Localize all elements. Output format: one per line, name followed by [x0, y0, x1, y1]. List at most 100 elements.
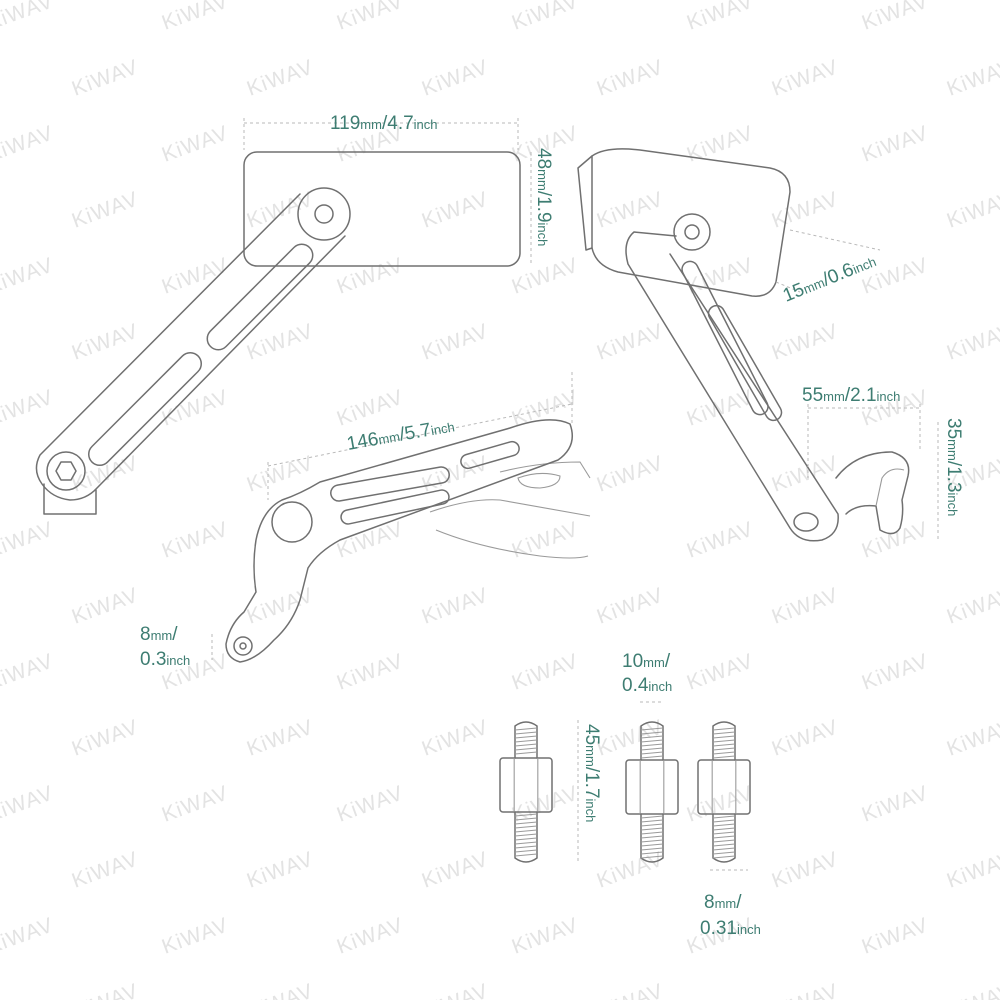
- watermark-text: KiWAV: [159, 517, 232, 562]
- watermark-text: KiWAV: [244, 715, 317, 760]
- mirror-back-joint-core: [684, 224, 700, 240]
- arm-slot-upper: [206, 243, 314, 351]
- watermark-text: KiWAV: [159, 121, 232, 166]
- watermark-text: KiWAV: [334, 913, 407, 958]
- watermark-text: KiWAV: [419, 187, 492, 232]
- watermark-text: KiWAV: [244, 979, 317, 1000]
- watermark-text: KiWAV: [244, 187, 317, 232]
- watermark-text: KiWAV: [594, 979, 667, 1000]
- watermark-text: KiWAV: [684, 649, 757, 694]
- pivot-joint-inner: [314, 204, 334, 224]
- watermark-text: KiWAV: [419, 715, 492, 760]
- bolt-hex-nut: [625, 759, 679, 815]
- watermark-text: KiWAV: [0, 121, 57, 166]
- bolt-thread-upper: [640, 721, 664, 761]
- bolt-set: [499, 721, 751, 863]
- watermark-text: KiWAV: [769, 319, 842, 364]
- watermark-text: KiWAV: [419, 319, 492, 364]
- watermark-text: KiWAV: [244, 847, 317, 892]
- watermark-text: KiWAV: [684, 781, 757, 826]
- mirror-height-label: 48mm/1.9inch: [533, 148, 554, 246]
- handlebar-clamp: [835, 451, 910, 535]
- watermark-text: KiWAV: [69, 187, 142, 232]
- watermark-text: KiWAV: [769, 715, 842, 760]
- side-arm-slot-a: [681, 260, 769, 416]
- watermark-text: KiWAV: [769, 583, 842, 628]
- mount-plate-back: [429, 461, 591, 559]
- watermark-text: KiWAV: [509, 253, 582, 298]
- watermark-text: KiWAV: [159, 781, 232, 826]
- watermark-text: KiWAV: [334, 781, 407, 826]
- mirror-front-view: [35, 118, 532, 515]
- watermark-text: KiWAV: [509, 517, 582, 562]
- watermark-text: KiWAV: [334, 517, 407, 562]
- watermark-text: KiWAV: [509, 649, 582, 694]
- side-arm-end-hole: [793, 512, 819, 532]
- watermark-text: KiWAV: [684, 517, 757, 562]
- mount-hole-label: 8mm/: [140, 624, 178, 645]
- watermark-text: KiWAV: [594, 319, 667, 364]
- mirror-arm-front: [35, 193, 346, 501]
- watermark-text: KiWAV: [69, 847, 142, 892]
- clamp-width-label: 55mm/2.1inch: [802, 385, 900, 406]
- watermark-text: KiWAV: [159, 385, 232, 430]
- watermark-text: KiWAV: [769, 55, 842, 100]
- watermark-text: KiWAV: [594, 55, 667, 100]
- bolt-thread-upper: [514, 721, 538, 759]
- bolt-thread-upper: [712, 721, 736, 761]
- arm-perspective-slot-a: [330, 466, 450, 502]
- watermark-text: KiWAV: [0, 0, 57, 35]
- mirror-back-joint: [673, 213, 711, 251]
- bolt-thread-b-label: 8mm/: [704, 892, 742, 913]
- watermark-text: KiWAV: [159, 0, 232, 35]
- bolt-thread-a-imperial-label: 0.4inch: [622, 675, 672, 696]
- arm-perspective-slot-c: [460, 440, 520, 470]
- watermark-text: KiWAV: [944, 187, 1000, 232]
- watermark-text: KiWAV: [859, 0, 932, 35]
- watermark-text: KiWAV: [684, 121, 757, 166]
- arm-mount-hole: [233, 636, 253, 656]
- mirror-head-edge: [577, 155, 593, 251]
- arm-perspective-view: [211, 372, 591, 663]
- watermark-text: KiWAV: [944, 847, 1000, 892]
- watermark-text: KiWAV: [944, 715, 1000, 760]
- watermark-text: KiWAV: [509, 385, 582, 430]
- watermark-text: KiWAV: [69, 583, 142, 628]
- watermark-text: KiWAV: [244, 583, 317, 628]
- watermark-text: KiWAV: [769, 979, 842, 1000]
- watermark-text: KiWAV: [334, 385, 407, 430]
- bolt-thread-lower: [514, 811, 538, 863]
- bolt-length-label: 45mm/1.7inch: [581, 724, 602, 822]
- watermark-text: KiWAV: [944, 583, 1000, 628]
- watermark-text: KiWAV: [419, 847, 492, 892]
- watermark-text: KiWAV: [944, 979, 1000, 1000]
- watermark-text: KiWAV: [944, 319, 1000, 364]
- arm-length-label: 146mm/5.7inch: [345, 415, 456, 455]
- watermark-text: KiWAV: [859, 913, 932, 958]
- watermark-text: KiWAV: [0, 913, 57, 958]
- mirror-side-view: [577, 148, 939, 542]
- side-arm-slot-b: [707, 304, 783, 422]
- watermark-text: KiWAV: [159, 913, 232, 958]
- watermark-text: KiWAV: [594, 451, 667, 496]
- arm-perspective-hole-large: [271, 501, 313, 543]
- watermark-text: KiWAV: [594, 847, 667, 892]
- watermark-text: KiWAV: [684, 0, 757, 35]
- watermark-text: KiWAV: [0, 385, 57, 430]
- arm-body-perspective: [225, 419, 573, 663]
- bolt-1: [499, 721, 553, 863]
- watermark-text: KiWAV: [594, 583, 667, 628]
- watermark-text: KiWAV: [69, 979, 142, 1000]
- arm-base-stub: [43, 483, 97, 515]
- bolt-hex-nut: [697, 759, 751, 815]
- watermark-text: KiWAV: [69, 715, 142, 760]
- mirror-head-front: [243, 151, 521, 267]
- mirror-arm-side: [625, 231, 839, 542]
- bolt-thread-b-imperial-label: 0.31inch: [700, 918, 761, 939]
- watermark-text: KiWAV: [769, 451, 842, 496]
- watermark-text: KiWAV: [0, 781, 57, 826]
- watermark-text: KiWAV: [69, 319, 142, 364]
- watermark-text: KiWAV: [859, 121, 932, 166]
- watermark-text: KiWAV: [419, 583, 492, 628]
